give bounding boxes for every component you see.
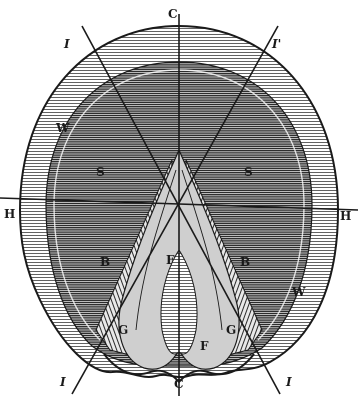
label-i-bottom-left: I bbox=[59, 375, 66, 389]
label-h-left: H bbox=[4, 207, 15, 221]
label-f-upper: F bbox=[166, 253, 175, 267]
label-s-right: S bbox=[244, 165, 253, 179]
label-c-top: C bbox=[168, 7, 178, 21]
label-i-top-right: I' bbox=[271, 37, 281, 51]
label-w-left: W bbox=[55, 121, 70, 135]
label-i-bottom-right: I bbox=[285, 375, 292, 389]
label-b-right: B bbox=[240, 255, 250, 269]
label-i-top-left: I bbox=[63, 37, 70, 51]
label-g-right: G bbox=[226, 323, 236, 337]
label-s-left: S bbox=[96, 165, 105, 179]
label-f-lower: F bbox=[200, 339, 209, 353]
label-b-left: B bbox=[100, 255, 110, 269]
label-g-left: G bbox=[118, 323, 128, 337]
label-c-bottom: C bbox=[174, 377, 184, 391]
label-w-right: W bbox=[291, 285, 306, 299]
label-h-right: H bbox=[340, 209, 351, 223]
